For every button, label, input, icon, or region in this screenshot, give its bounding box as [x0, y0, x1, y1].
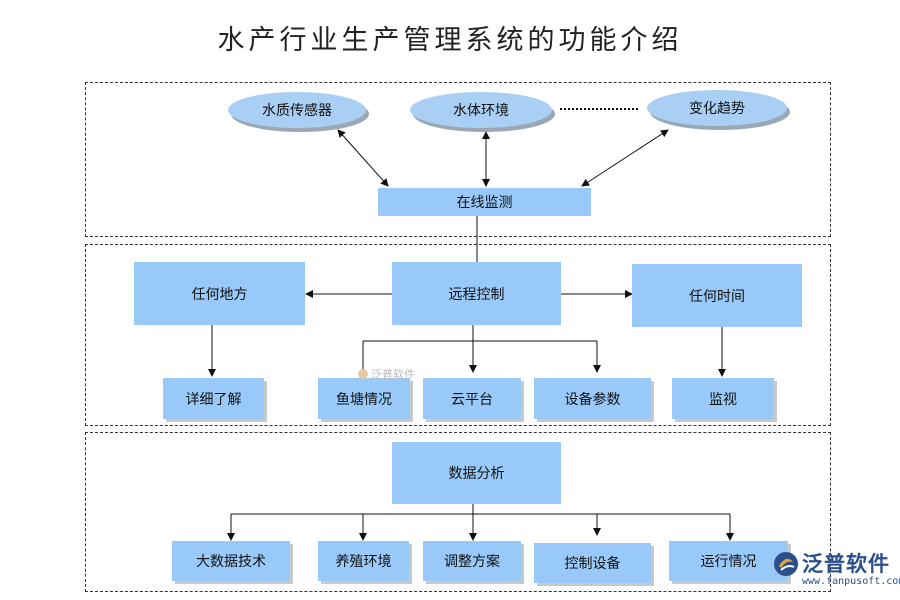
data-analysis-section: [85, 432, 831, 592]
box-data-analysis: 数据分析: [392, 442, 561, 504]
watermark-logo-icon: [358, 369, 368, 379]
box-adjust-plan: 调整方案: [423, 541, 521, 581]
box-detail: 详细了解: [163, 378, 264, 419]
oval-change-trend: 变化趋势: [647, 90, 787, 126]
link-sensor-monitor: [337, 129, 389, 187]
oval-water-environment: 水体环境: [410, 92, 552, 128]
box-operation-status: 运行情况: [669, 541, 788, 581]
page-title: 水产行业生产管理系统的功能介绍: [217, 25, 683, 56]
brand-logo: 泛普软件 www.fanpusoft.com: [772, 548, 900, 596]
box-control-device: 控制设备: [534, 543, 651, 583]
box-device-params: 设备参数: [534, 378, 651, 419]
box-farming-environment: 养殖环境: [318, 541, 409, 581]
box-remote-control: 远程控制: [392, 262, 561, 325]
monitoring-section: [85, 82, 831, 237]
box-big-data: 大数据技术: [172, 541, 290, 581]
brand-logo-icon: [774, 552, 798, 576]
box-cloud-platform: 云平台: [423, 378, 521, 419]
link-trend-monitor: [581, 129, 669, 187]
box-watch: 监视: [672, 378, 774, 419]
box-online-monitoring: 在线监测: [378, 188, 591, 216]
brand-logo-url: www.fanpusoft.com: [802, 576, 900, 587]
oval-water-sensor: 水质传感器: [228, 92, 366, 128]
remote-control-section: [85, 244, 831, 426]
box-pond-status: 鱼塘情况: [318, 378, 410, 419]
box-anywhere: 任何地方: [134, 262, 305, 325]
box-anytime: 任何时间: [632, 264, 802, 327]
watermark-small-text: 泛普软件: [371, 368, 415, 381]
brand-logo-text: 泛普软件: [802, 552, 890, 576]
watermark-small: 泛普软件: [358, 366, 415, 382]
